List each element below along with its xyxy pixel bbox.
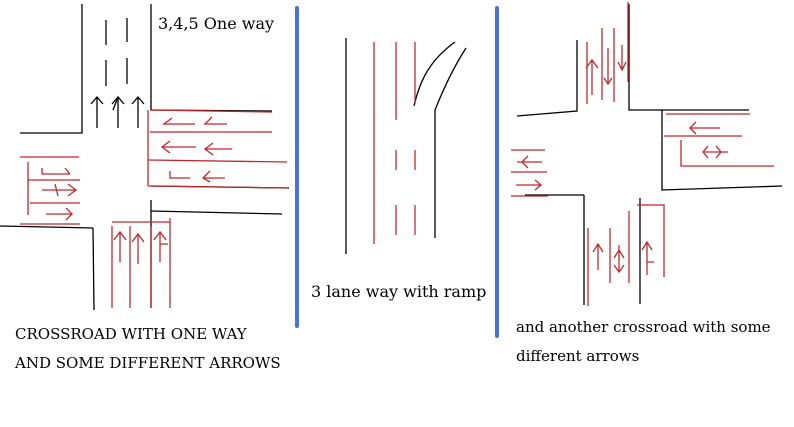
oneway-lane-dashes [105,18,128,86]
right-approach-lanes [147,109,289,189]
ramp-road-edges [345,38,467,254]
right-crossroad [511,2,783,306]
left-approach-lanes [20,156,80,225]
ramp-label: 3 lane way with ramp [311,282,487,301]
right-caption: and another crossroad with some differen… [516,318,771,365]
right-road-edges [516,4,783,305]
right-left-lanes [511,149,548,197]
bottom-approach-lanes [111,218,171,308]
left-crossroad [0,4,290,311]
right-right-lanes [664,113,774,167]
right-bottom-lanes [587,204,665,306]
left-approach-arrows [41,167,78,221]
ramp-road [345,38,467,254]
right-top-lanes [585,2,629,104]
bottom-approach-arrows [113,230,168,264]
up-arrow [90,96,145,128]
right-approach-arrows [160,116,232,183]
divider-lines [295,6,499,338]
left-caption: CROSSROAD WITH ONE WAY AND SOME DIFFEREN… [15,325,281,372]
ramp-lane-lines [373,42,416,244]
one-way-label: 3,4,5 One way [158,14,275,33]
